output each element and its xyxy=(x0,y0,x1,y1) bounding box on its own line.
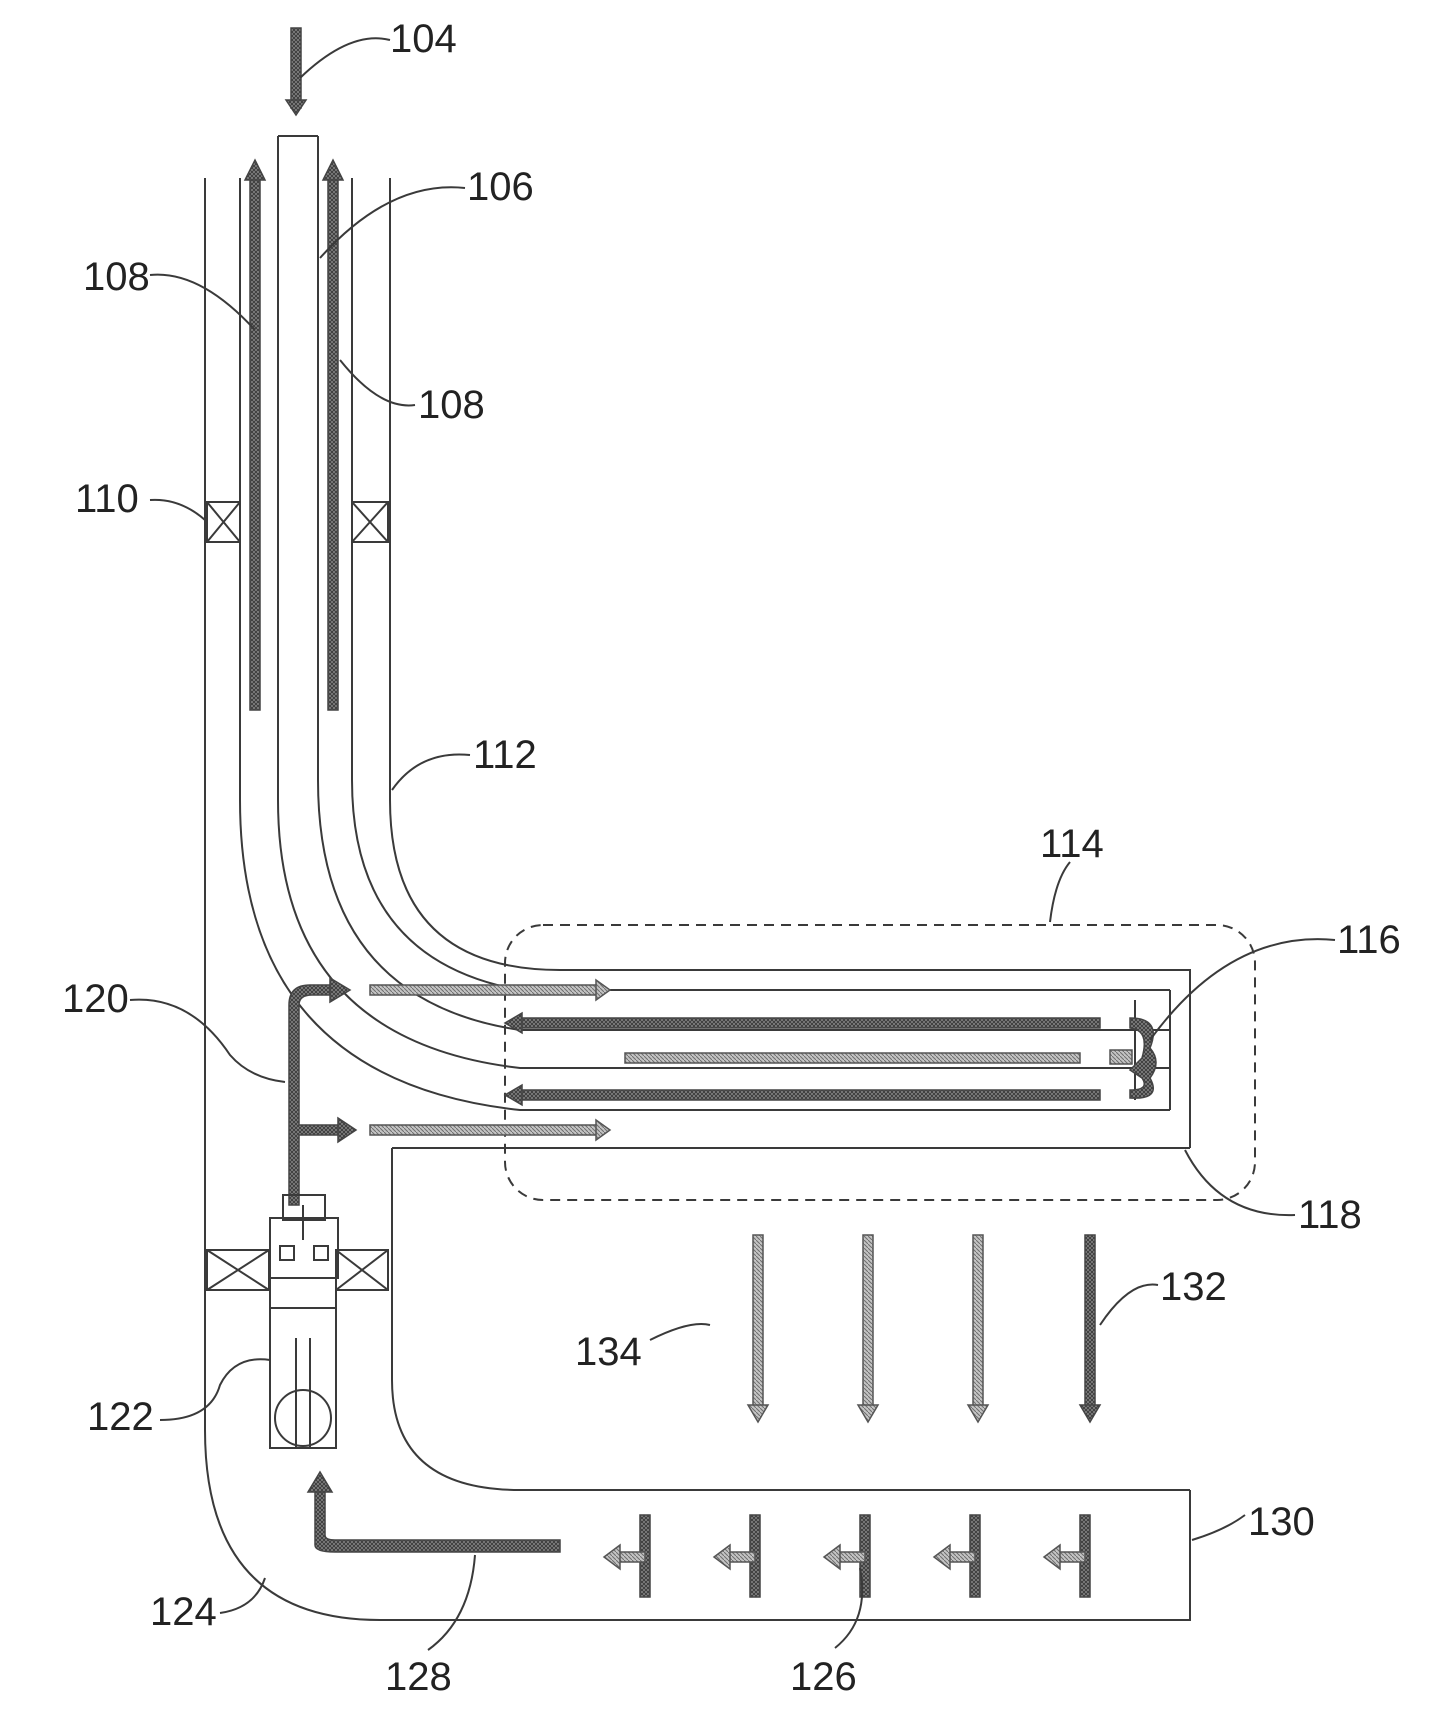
label-124: 124 xyxy=(150,1590,217,1634)
lateral-flow-arrows xyxy=(370,980,1100,1140)
label-132: 132 xyxy=(1160,1265,1227,1309)
label-126: 126 xyxy=(790,1655,857,1699)
bypass-line-120 xyxy=(289,978,356,1205)
arrow-108-left xyxy=(250,175,260,710)
arrow-104 xyxy=(291,28,301,108)
tubing-string xyxy=(240,136,1170,1110)
label-122: 122 xyxy=(87,1395,154,1439)
label-108-right: 108 xyxy=(418,383,485,427)
downflow-arrows-132 xyxy=(748,1235,1100,1422)
label-118: 118 xyxy=(1298,1193,1362,1237)
label-116: 116 xyxy=(1337,918,1401,962)
flow-arrows-108 xyxy=(245,28,343,710)
label-114: 114 xyxy=(1040,822,1104,866)
label-128: 128 xyxy=(385,1655,452,1699)
label-120: 120 xyxy=(62,977,129,1021)
label-130: 130 xyxy=(1248,1500,1315,1544)
label-104: 104 xyxy=(390,17,457,61)
label-106: 106 xyxy=(467,165,534,209)
label-134: 134 xyxy=(575,1330,642,1374)
arrow-108-right xyxy=(328,175,338,710)
inflow-arrows-126 xyxy=(604,1515,1090,1597)
label-110: 110 xyxy=(75,477,139,521)
pump-assembly-122 xyxy=(270,1195,338,1448)
reference-labels: 104 106 108 108 110 112 114 116 118 120 … xyxy=(62,17,1401,1699)
label-112: 112 xyxy=(473,733,537,777)
label-108-left: 108 xyxy=(83,255,150,299)
inflow-128 xyxy=(308,1472,560,1552)
